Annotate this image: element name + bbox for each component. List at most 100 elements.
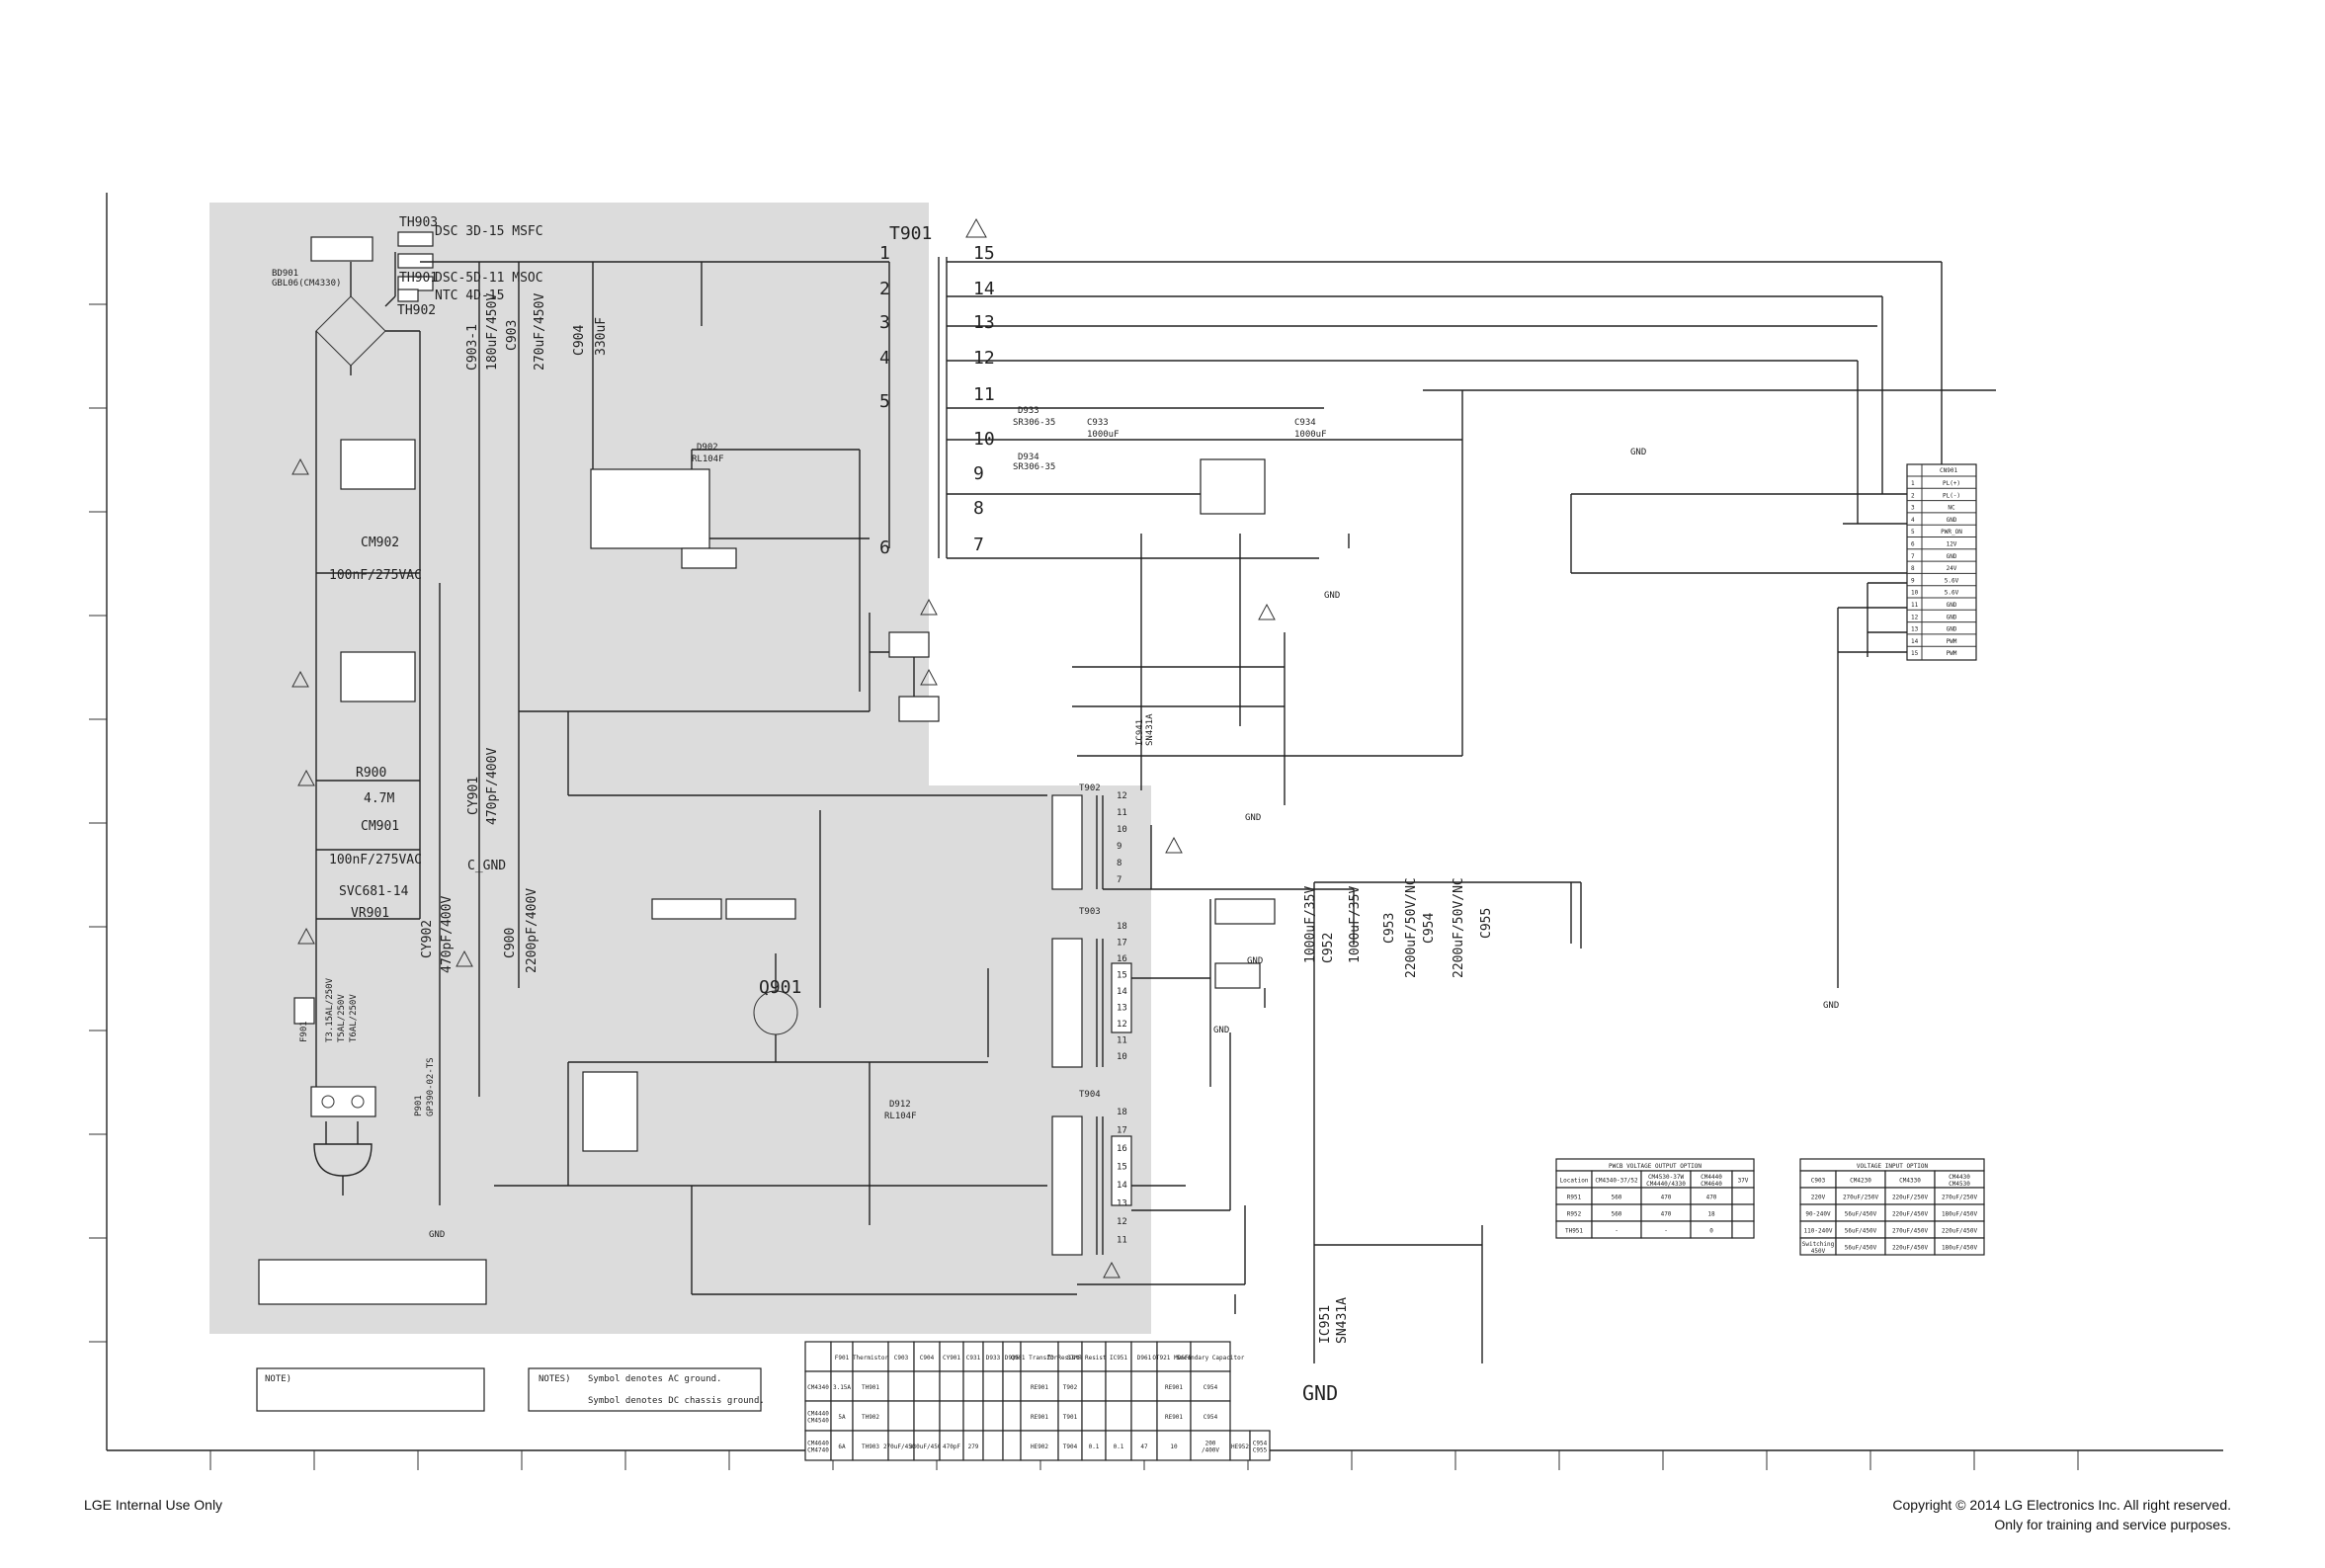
- table-cell: [887, 1370, 915, 1402]
- d933-label: D933: [1018, 406, 1039, 416]
- table-cell: [982, 1370, 1004, 1402]
- table-cell: [939, 1370, 964, 1402]
- table-cell-text: HE902: [1031, 1444, 1048, 1450]
- c952-value: 1000uF/35V: [1348, 886, 1363, 963]
- table-cell: [852, 1370, 889, 1402]
- table-header-text: Thermistor: [853, 1355, 889, 1362]
- table-cell-text: 270uF/450V: [883, 1444, 920, 1450]
- table-cell: [804, 1341, 832, 1372]
- t901-pin-15: 15: [973, 243, 995, 264]
- table-cell-text: 470: [1661, 1211, 1672, 1218]
- gnd-label-4: GND: [1823, 1001, 1839, 1011]
- t903-pin-11: 11: [1117, 1036, 1127, 1046]
- c953-label: C953: [1382, 913, 1397, 944]
- gnd-label-primary: GND: [429, 1230, 445, 1240]
- r900-label: R900: [356, 766, 386, 781]
- table-cell: [982, 1400, 1004, 1432]
- t901-primary-pin-5: 5: [879, 391, 890, 412]
- table-cell: [1057, 1341, 1083, 1372]
- t903-pin-18: 18: [1117, 922, 1127, 932]
- table-cell-text: 47: [1140, 1444, 1148, 1450]
- table-cell-text: 330uF/450V: [909, 1444, 946, 1450]
- table-cell: [1057, 1400, 1083, 1432]
- table-header-text: OT921 MOSFET: [1152, 1355, 1196, 1362]
- primary-side-shaded-area: [209, 203, 1151, 1334]
- cn901-pin-name: GND: [1947, 602, 1957, 609]
- cn901-pin-name: NC: [1948, 505, 1955, 512]
- table-cell: [1057, 1430, 1083, 1461]
- gnd-label-6: GND: [1247, 956, 1263, 966]
- bd901-value: GBL06(CM4330): [272, 279, 341, 289]
- table-title: VOLTAGE INPUT OPTION: [1857, 1163, 1929, 1170]
- c952-label: C952: [1321, 933, 1336, 963]
- table-cell-text: 470: [1706, 1195, 1717, 1201]
- table-cell-text: TH902: [862, 1414, 879, 1421]
- table-header-text: Secondary Capacitor: [1177, 1355, 1245, 1362]
- t901-primary-pin-2: 2: [879, 279, 890, 299]
- cn901-pin-name: PWR_ON: [1941, 529, 1962, 536]
- table-cell-text: -: [1664, 1228, 1668, 1235]
- table-header-text: CY901: [943, 1355, 960, 1362]
- footer-copyright: Copyright © 2014 LG Electronics Inc. All…: [1892, 1497, 2231, 1513]
- cy902-label: CY902: [420, 920, 435, 958]
- ic941-label: IC941: [1135, 719, 1145, 746]
- d902-label: D902: [697, 443, 718, 453]
- table-cell: [1156, 1370, 1192, 1402]
- table-cell-text: 56uF/450V: [1845, 1228, 1877, 1235]
- table-cell: [1020, 1400, 1059, 1432]
- table-cell-text: RE901: [1165, 1414, 1183, 1421]
- f901-value-1: T3.15AL/250V: [325, 977, 335, 1042]
- cm902-value: 100nF/275VAC: [329, 568, 422, 583]
- c903-value: 270uF/450V: [533, 293, 547, 371]
- table-cell: [1081, 1370, 1107, 1402]
- cy901-label: CY901: [466, 777, 481, 815]
- t903-pin-12: 12: [1117, 1020, 1127, 1030]
- table-cell: [1731, 1220, 1755, 1239]
- table-cell-text: -: [1615, 1228, 1619, 1235]
- d934-label: D934: [1018, 453, 1039, 462]
- table-cell: [1190, 1400, 1231, 1432]
- table-cell-text: R952: [1567, 1211, 1582, 1218]
- table-cell-text: 0: [1709, 1228, 1713, 1235]
- cn901-pin-number: 10: [1911, 590, 1919, 597]
- table-cell: [1002, 1430, 1022, 1461]
- gnd-label-2: GND: [1324, 591, 1340, 601]
- cn901-pin-name: GND: [1947, 517, 1957, 524]
- cn901-pin-name: 5.6V: [1945, 577, 1959, 584]
- cn901-pin-name: PL(+): [1943, 480, 1960, 487]
- table-cell: [887, 1400, 915, 1432]
- t901-pin-11: 11: [973, 384, 995, 405]
- line-filter-lf901: [340, 651, 416, 702]
- table-cell: [939, 1400, 964, 1432]
- table-header-text: C903: [894, 1355, 909, 1362]
- cn901-pin-name: 24V: [1947, 565, 1957, 572]
- t904-pin-16: 16: [1117, 1144, 1127, 1154]
- table-cell-text: TH951: [1565, 1228, 1583, 1235]
- table-cell: [1081, 1400, 1107, 1432]
- t903-label: T903: [1079, 907, 1101, 917]
- th902-label: TH902: [397, 303, 436, 318]
- t901-pin-7: 7: [973, 535, 984, 555]
- ntc-label: NTC 4D-15: [435, 289, 504, 303]
- cn901-pin-name: 12V: [1947, 541, 1957, 548]
- footer-training-note: Only for training and service purposes.: [1994, 1517, 2231, 1532]
- cn901-pin-name: PWM: [1947, 638, 1957, 645]
- t901-label: T901: [889, 223, 932, 244]
- table-cell-text: 270uF/250V: [1942, 1195, 1978, 1201]
- table-cell-text: 470: [1661, 1195, 1672, 1201]
- f901-value-2: T5AL/250V: [337, 994, 347, 1042]
- table-header-text: SIMF Resistance: [1067, 1355, 1121, 1362]
- ic-pwm-controller-box: [582, 1071, 638, 1152]
- cn901-pin-number: 12: [1911, 614, 1919, 620]
- table-cell: [913, 1370, 941, 1402]
- table-cell: [1105, 1400, 1132, 1432]
- cm902-label: CM902: [361, 536, 399, 550]
- table-header-text: CM4230: [1850, 1178, 1871, 1185]
- t902-pin-8: 8: [1117, 859, 1121, 868]
- table-cell: [1249, 1430, 1271, 1461]
- table-cell: [887, 1430, 915, 1461]
